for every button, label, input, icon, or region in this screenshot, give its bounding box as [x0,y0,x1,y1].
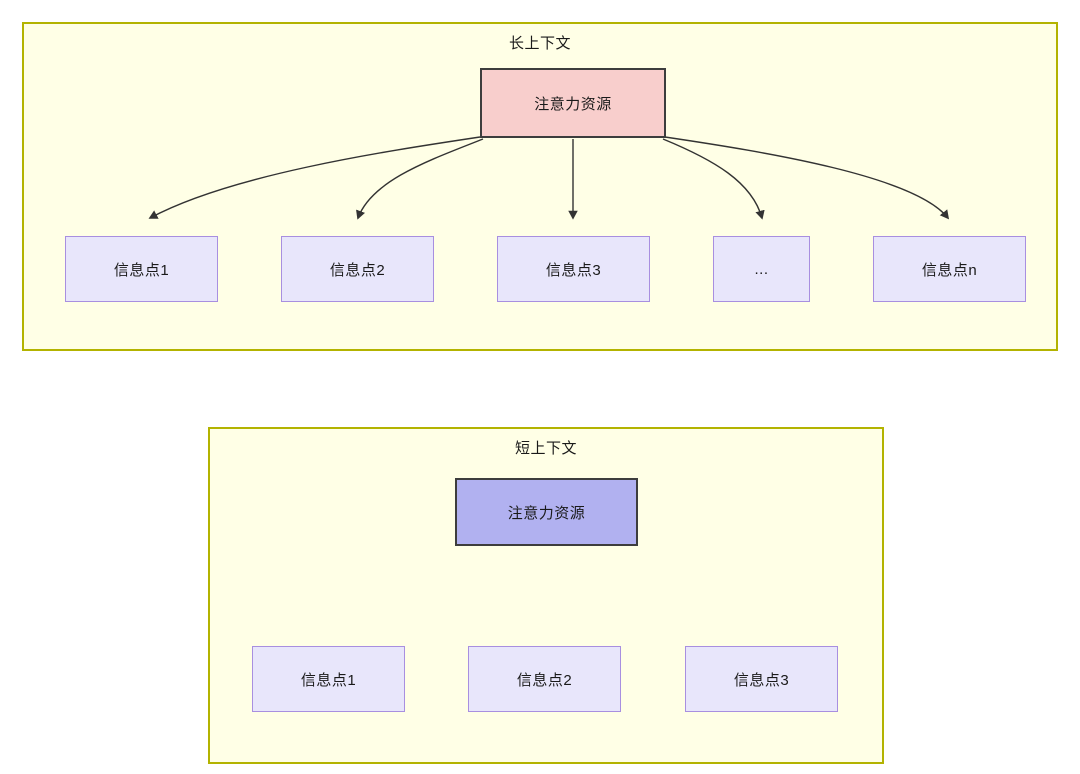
node-short-root-attention-resource[interactable]: 注意力资源 [455,478,638,546]
node-short-leaf-3[interactable]: 信息点3 [685,646,838,712]
node-short-leaf-2[interactable]: 信息点2 [468,646,621,712]
group-short-context-title: 短上下文 [514,440,577,457]
group-long-context-title: 长上下文 [508,35,571,52]
node-long-leaf-2[interactable]: 信息点2 [281,236,434,302]
node-long-leaf-n[interactable]: 信息点n [873,236,1026,302]
node-long-root-attention-resource[interactable]: 注意力资源 [480,68,666,138]
node-long-leaf-ellipsis[interactable]: ... [713,236,810,302]
node-short-leaf-1[interactable]: 信息点1 [252,646,405,712]
node-long-leaf-3[interactable]: 信息点3 [497,236,650,302]
node-long-leaf-1[interactable]: 信息点1 [65,236,218,302]
